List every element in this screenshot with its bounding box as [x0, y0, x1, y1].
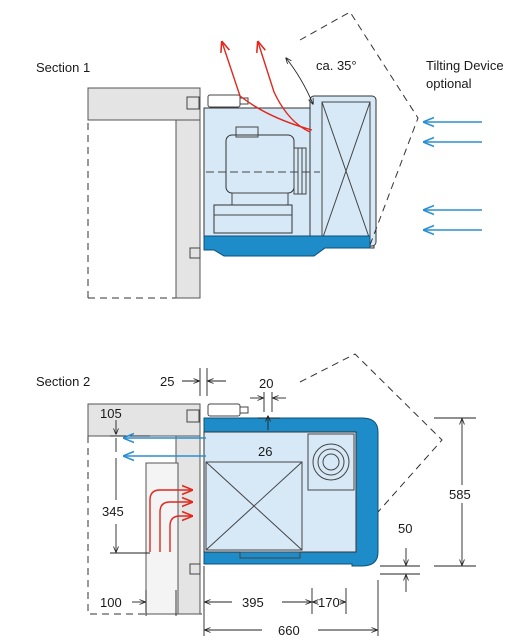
cabinet-1-wall	[175, 119, 201, 299]
air-in-arrow-6	[159, 502, 192, 552]
dim-170: 170	[318, 595, 340, 610]
tilt-envelope-1	[299, 11, 419, 246]
cooling-unit-2	[203, 403, 379, 567]
cabinet-2-inner-panel	[145, 462, 179, 615]
cabinet-2-latch-top	[186, 409, 200, 423]
section-1: Section 1 Tilting Device optional	[36, 11, 504, 299]
base-2-strip	[239, 551, 301, 559]
dim-585: 585	[449, 487, 471, 502]
tilt-angle-label: ca. 35°	[316, 58, 357, 73]
hinge-2	[207, 403, 241, 417]
dim-50: 50	[398, 521, 412, 536]
fan-2-outer	[312, 443, 350, 481]
dim-345: 345	[102, 504, 124, 519]
dim-100: 100	[100, 595, 122, 610]
dim-105: 105	[100, 406, 122, 421]
cabinet-1-latch-bottom	[189, 247, 201, 259]
motor-1-coupling	[293, 147, 307, 195]
fan-2-housing	[307, 433, 355, 491]
motor-1	[225, 134, 295, 194]
hinge-1-pin	[239, 97, 249, 105]
tilt-angle-arc	[286, 58, 313, 104]
tilting-device-label: Tilting Device	[426, 58, 504, 73]
section-2: Section 2	[36, 353, 476, 638]
blue-frame-2	[203, 417, 379, 567]
air-out-arrow-2	[258, 42, 311, 133]
dim-660: 660	[278, 623, 300, 638]
fan-housing-1	[309, 95, 377, 247]
optional-label: optional	[426, 76, 472, 91]
cabinet-2	[87, 403, 202, 615]
cabinet-1-latch-top	[186, 96, 200, 110]
air-in-arrow-5	[149, 490, 192, 552]
cooling-unit-1	[203, 94, 377, 257]
cabinet-1	[87, 87, 201, 299]
fan-2-inner	[322, 453, 340, 471]
cabinet-2-wall	[175, 435, 201, 615]
section-2-label: Section 2	[36, 374, 90, 389]
hinge-2-pin	[239, 406, 249, 414]
fan-filter-1-cross-b	[321, 101, 371, 241]
cabinet-1-top	[87, 87, 201, 121]
evaporator-2	[205, 461, 303, 551]
motor-1-terminal	[235, 126, 259, 138]
cabinet-2-latch-bottom	[189, 563, 201, 575]
dim-20: 20	[259, 376, 273, 391]
fan-2-mid	[317, 448, 345, 476]
dim-395: 395	[242, 595, 264, 610]
compressor-1	[213, 204, 293, 234]
air-in-arrow-7	[169, 516, 192, 552]
base-frame-1	[203, 235, 371, 257]
evaporator-2-cross-b	[205, 461, 303, 551]
hinge-1	[207, 94, 241, 108]
section-1-label: Section 1	[36, 60, 90, 75]
cabinet-2-top	[87, 403, 201, 437]
dim-25: 25	[160, 374, 174, 389]
cooling-unit-2-body	[203, 431, 357, 553]
tilt-envelope-2	[299, 353, 443, 513]
dim-26: 26	[258, 444, 272, 459]
